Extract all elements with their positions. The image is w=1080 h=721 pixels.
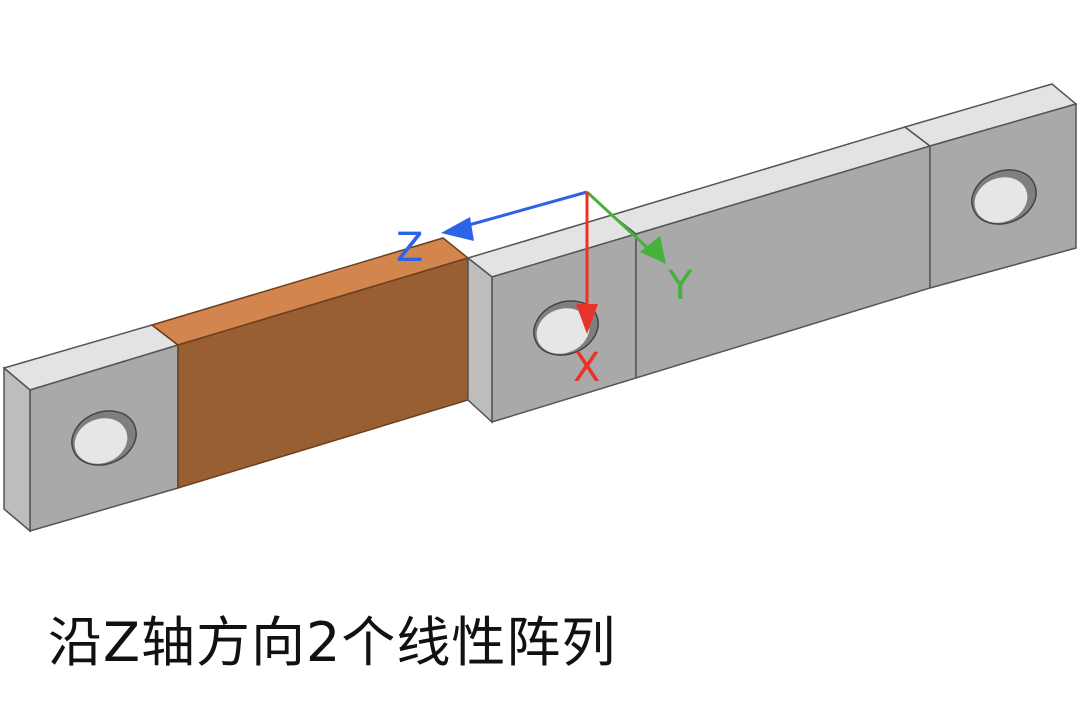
- z-axis-label: Z: [396, 225, 423, 271]
- copper-section: [150, 237, 470, 490]
- z-axis-line: [457, 190, 588, 230]
- z-axis-arrowhead: [441, 217, 474, 241]
- y-axis-label: Y: [667, 263, 693, 309]
- right-terminal-block: [903, 83, 1078, 289]
- y-axis-arrowhead: [640, 236, 666, 264]
- caption-text: 沿Z轴方向2个线性阵列: [48, 611, 617, 674]
- y-axis-line: [585, 190, 654, 254]
- coordinate-triad: Z Y X: [396, 190, 693, 391]
- x-axis-label: X: [573, 345, 600, 391]
- left-hole: [71, 410, 137, 466]
- middle-terminal-block: [466, 214, 638, 424]
- x-axis-arrowhead: [576, 304, 598, 334]
- left-terminal-block: [2, 324, 180, 533]
- right-hole: [971, 169, 1037, 225]
